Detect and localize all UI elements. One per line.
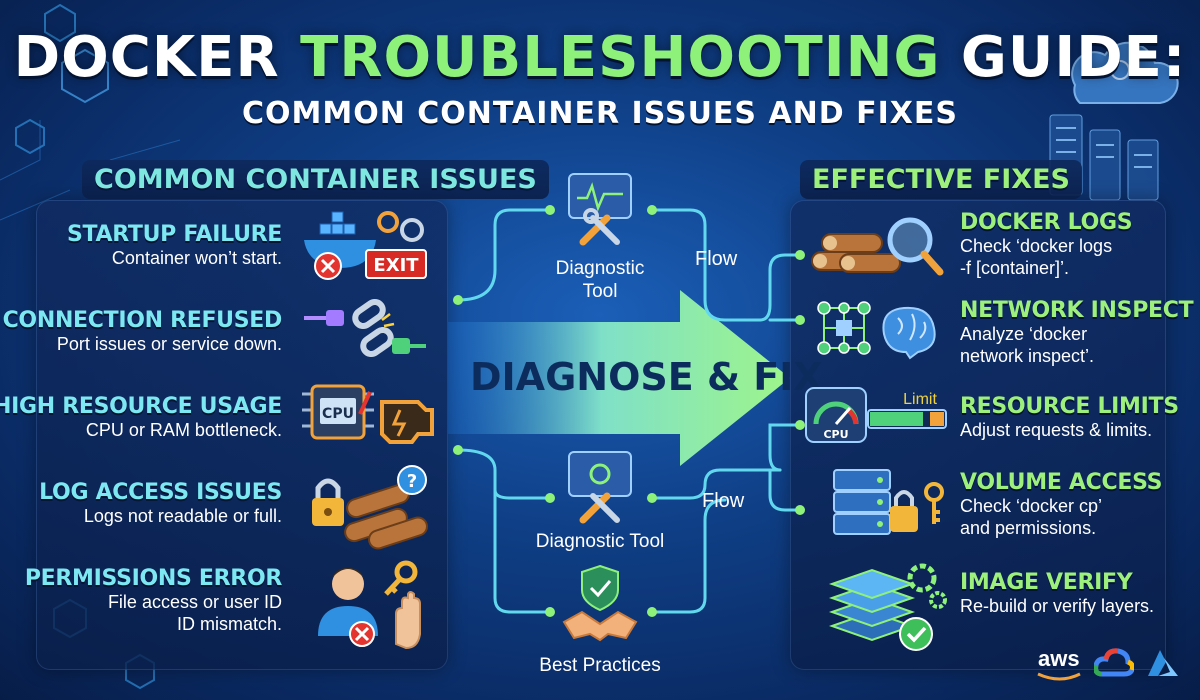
locked-logs-icon: ?	[312, 465, 428, 550]
page-title: DOCKER TROUBLESHOOTING GUIDE:	[0, 28, 1200, 88]
aws-smile-icon	[1037, 672, 1081, 681]
fix-docker-logs: DOCKER LOGS Check ‘docker logs -f [conta…	[960, 210, 1133, 279]
cpu-chip-text: CPU	[322, 406, 354, 422]
fix-desc: Check ‘docker cp’ and permissions.	[960, 496, 1103, 538]
fix-resource-limits: RESOURCE LIMITS Adjust requests & limits…	[960, 394, 1179, 441]
fix-desc: Analyze ‘docker network inspect’.	[960, 324, 1095, 366]
issue-desc: Logs not readable or full.	[83, 506, 282, 526]
exit-badge-text: EXIT	[373, 255, 419, 276]
fix-desc: Check ‘docker logs -f [container]’.	[960, 236, 1113, 278]
issue-desc: CPU or RAM bottleneck.	[85, 420, 282, 440]
issue-title: HIGH RESOURCE USAGE	[0, 394, 282, 419]
fix-title: NETWORK INSPECT	[960, 298, 1194, 323]
diagnostic-tool-icon	[568, 173, 632, 246]
fix-desc: Adjust requests & limits.	[960, 420, 1153, 440]
fix-title: RESOURCE LIMITS	[960, 394, 1179, 419]
page-subtitle: COMMON CONTAINER ISSUES AND FIXES	[241, 96, 959, 131]
issue-startup-failure: STARTUP FAILURE Container won’t start.	[67, 222, 282, 269]
issue-desc-2: ID mismatch.	[176, 614, 282, 634]
issue-desc: Container won’t start.	[111, 248, 282, 268]
cpu-engine-icon: CPU	[302, 384, 434, 444]
issue-permissions-error: PERMISSIONS ERROR File access or user ID…	[25, 566, 282, 635]
fix-network-inspect: NETWORK INSPECT Analyze ‘docker network …	[960, 298, 1194, 367]
cpu-gauge-icon: CPU Limit	[805, 387, 947, 443]
issue-title: PERMISSIONS ERROR	[24, 566, 282, 591]
fix-title: IMAGE VERIFY	[960, 570, 1133, 595]
gauge-label: CPU	[823, 428, 848, 441]
issue-desc: Port issues or service down.	[56, 334, 282, 354]
docker-exit-icon: EXIT	[304, 211, 427, 280]
bottom-tool-label: Diagnostic Tool	[535, 531, 665, 552]
issue-title: CONNECTION REFUSED	[2, 308, 283, 333]
fix-volume-access: VOLUME ACCESS Check ‘docker cp’ and perm…	[960, 470, 1162, 539]
issue-high-resource-usage: HIGH RESOURCE USAGE CPU or RAM bottlenec…	[0, 394, 282, 441]
flow-label-bottom: Flow	[702, 490, 745, 512]
title-docker: DOCKER	[13, 25, 301, 90]
issue-title: STARTUP FAILURE	[66, 222, 282, 247]
issue-connection-refused: CONNECTION REFUSED Port issues or servic…	[2, 308, 283, 355]
limit-bar-fill	[870, 412, 923, 426]
aws-logo: aws	[1038, 646, 1080, 671]
issue-log-access: LOG ACCESS ISSUES Logs not readable or f…	[39, 480, 282, 527]
svg-text:?: ?	[407, 471, 417, 492]
fix-image-verify: IMAGE VERIFY Re-build or verify layers.	[960, 570, 1154, 617]
top-tool-line2: Tool	[582, 281, 618, 302]
title-guide: GUIDE:	[940, 25, 1187, 90]
azure-icon	[1148, 650, 1178, 676]
fixes-heading: EFFECTIVE FIXES	[800, 160, 1082, 199]
fix-title: DOCKER LOGS	[960, 210, 1133, 235]
handshake-shield-icon	[562, 564, 638, 642]
flow-label-top: Flow	[695, 248, 738, 270]
diagnose-fix-label: DIAGNOSE & FIX	[470, 355, 823, 399]
limit-label: Limit	[903, 391, 937, 408]
fix-title: VOLUME ACCESS	[960, 470, 1163, 495]
diagnose-arrow	[448, 290, 790, 466]
issues-heading: COMMON CONTAINER ISSUES	[82, 160, 549, 199]
best-practices-label: Best Practices	[539, 655, 661, 676]
top-tool-label: Diagnostic Tool	[540, 257, 660, 303]
logs-magnifier-icon	[811, 217, 944, 276]
layers-verify-icon	[828, 563, 947, 651]
volume-lock-icon	[833, 469, 944, 535]
broken-chain-plug-icon	[304, 298, 426, 358]
google-cloud-icon	[1094, 648, 1134, 677]
network-brain-icon	[817, 301, 936, 360]
user-key-icon	[318, 560, 421, 650]
top-tool-line1: Diagnostic	[555, 258, 645, 279]
flow-lines	[456, 208, 802, 614]
issue-title: LOG ACCESS ISSUES	[39, 480, 282, 505]
title-troubleshooting: TROUBLESHOOTING	[300, 25, 941, 90]
fix-desc: Re-build or verify layers.	[960, 596, 1155, 616]
issue-desc: File access or user ID	[107, 592, 282, 612]
diagnostic-tool-icon-2	[568, 451, 632, 524]
